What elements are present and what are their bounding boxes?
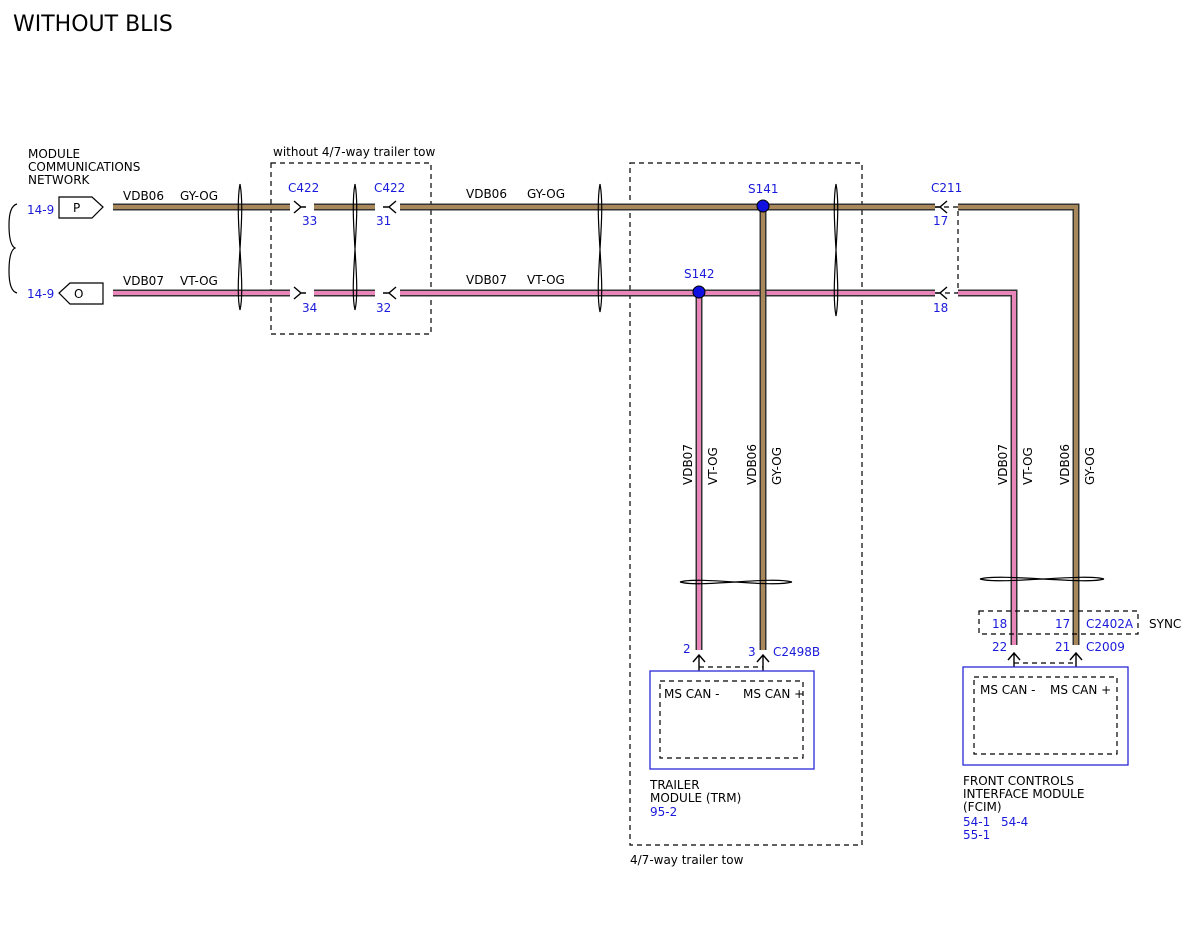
trm-outline bbox=[649, 670, 815, 770]
trm-name-line1: TRAILER bbox=[649, 778, 700, 792]
color-bot-mid: VT-OG bbox=[527, 273, 565, 287]
network-label-line2: COMMUNICATIONS bbox=[28, 160, 140, 174]
fcim-pin-21: 21 bbox=[1055, 640, 1070, 654]
fcim-page-ref-1[interactable]: 54-1 bbox=[963, 815, 990, 829]
sync-pin-17: 17 bbox=[1055, 617, 1070, 631]
color-top-left: GY-OG bbox=[180, 189, 218, 203]
ref-o-link[interactable]: 14-9 bbox=[27, 287, 54, 301]
circuit-bot-mid: VDB07 bbox=[466, 273, 507, 287]
trailer-tow-option-box bbox=[270, 162, 432, 335]
network-label-line3: NETWORK bbox=[28, 173, 91, 187]
trm-color-gy-og: GY-OG bbox=[770, 447, 784, 485]
pin-31: 31 bbox=[376, 214, 391, 228]
fcim-sig-plus: MS CAN + bbox=[1050, 683, 1111, 697]
fcim-page-ref-2[interactable]: 54-4 bbox=[1001, 815, 1028, 829]
connector-o-label: O bbox=[74, 287, 83, 301]
c422-left-label[interactable]: C422 bbox=[288, 181, 319, 195]
c422-arrows bbox=[293, 200, 948, 300]
c211-dashed-bracket bbox=[935, 206, 959, 294]
network-label-line1: MODULE bbox=[28, 147, 80, 161]
fcim-page-ref-3[interactable]: 55-1 bbox=[963, 828, 990, 842]
twisted-pair-marks bbox=[237, 183, 1105, 585]
fcim-name-line2: INTERFACE MODULE bbox=[963, 787, 1084, 801]
trm-sig-minus: MS CAN - bbox=[664, 687, 720, 701]
splice-s141[interactable] bbox=[756, 199, 770, 213]
splice-s142-label: S142 bbox=[684, 267, 715, 281]
fcim-outline bbox=[962, 666, 1129, 766]
fcim-name-line1: FRONT CONTROLS bbox=[963, 774, 1074, 788]
wire-trm-drops bbox=[695, 207, 767, 650]
pin-33: 33 bbox=[302, 214, 317, 228]
trm-name-line2: MODULE (TRM) bbox=[650, 791, 741, 805]
ref-p-link[interactable]: 14-9 bbox=[27, 203, 54, 217]
splice-s141-label: S141 bbox=[748, 182, 779, 196]
color-bot-left: VT-OG bbox=[180, 274, 218, 288]
wire-vdb07-bottom bbox=[113, 289, 1018, 645]
trm-page-ref[interactable]: 95-2 bbox=[650, 805, 677, 819]
trm-sig-plus: MS CAN + bbox=[743, 687, 804, 701]
trm-pin-3: 3 bbox=[748, 645, 756, 659]
connector-o: O bbox=[58, 282, 104, 305]
c422-right-label[interactable]: C422 bbox=[374, 181, 405, 195]
fcim-circuit-vdb07: VDB07 bbox=[996, 444, 1010, 485]
trailer-tow-group-label: 4/7-way trailer tow bbox=[630, 853, 744, 867]
connector-p-label: P bbox=[73, 201, 80, 215]
fcim-color-vt-og: VT-OG bbox=[1021, 447, 1035, 485]
circuit-bot-left: VDB07 bbox=[123, 274, 164, 288]
connector-p: P bbox=[58, 196, 104, 219]
fcim-module[interactable]: 22 21 C2009 MS CAN - MS CAN + bbox=[962, 640, 1129, 766]
circuit-top-left: VDB06 bbox=[123, 189, 164, 203]
fcim-pin-22: 22 bbox=[992, 640, 1007, 654]
c211-label[interactable]: C211 bbox=[931, 181, 962, 195]
fcim-inner bbox=[973, 676, 1118, 755]
trm-color-vt-og: VT-OG bbox=[706, 447, 720, 485]
fcim-circuit-vdb06: VDB06 bbox=[1058, 444, 1072, 485]
fcim-name-line3: (FCIM) bbox=[963, 800, 1002, 814]
trm-connector-label[interactable]: C2498B bbox=[773, 645, 820, 659]
network-brace bbox=[8, 203, 18, 294]
sync-pin-18: 18 bbox=[992, 617, 1007, 631]
sync-label: SYNC bbox=[1149, 617, 1181, 631]
pin-18: 18 bbox=[933, 301, 948, 315]
circuit-top-mid: VDB06 bbox=[466, 187, 507, 201]
wire-vdb06-top bbox=[113, 203, 1080, 645]
trm-circuit-vdb07: VDB07 bbox=[681, 444, 695, 485]
pin-17: 17 bbox=[933, 214, 948, 228]
trm-pin-2: 2 bbox=[683, 642, 691, 656]
trm-circuit-vdb06: VDB06 bbox=[745, 444, 759, 485]
fcim-color-gy-og: GY-OG bbox=[1083, 447, 1097, 485]
sync-connector-box bbox=[978, 610, 1139, 635]
fcim-sig-minus: MS CAN - bbox=[980, 683, 1036, 697]
trailer-tow-group-box bbox=[629, 162, 863, 846]
trailer-module[interactable]: 2 3 C2498B MS CAN - MS CAN + bbox=[649, 642, 820, 770]
sync-connector-label[interactable]: C2402A bbox=[1086, 617, 1134, 631]
page-title: WITHOUT BLIS bbox=[13, 12, 173, 37]
pin-32: 32 bbox=[376, 301, 391, 315]
trailer-tow-option-label: without 4/7-way trailer tow bbox=[273, 145, 435, 159]
pin-34: 34 bbox=[302, 301, 317, 315]
color-top-mid: GY-OG bbox=[527, 187, 565, 201]
trm-inner bbox=[659, 680, 804, 759]
splice-s142[interactable] bbox=[692, 285, 706, 299]
fcim-connector-label[interactable]: C2009 bbox=[1086, 640, 1125, 654]
